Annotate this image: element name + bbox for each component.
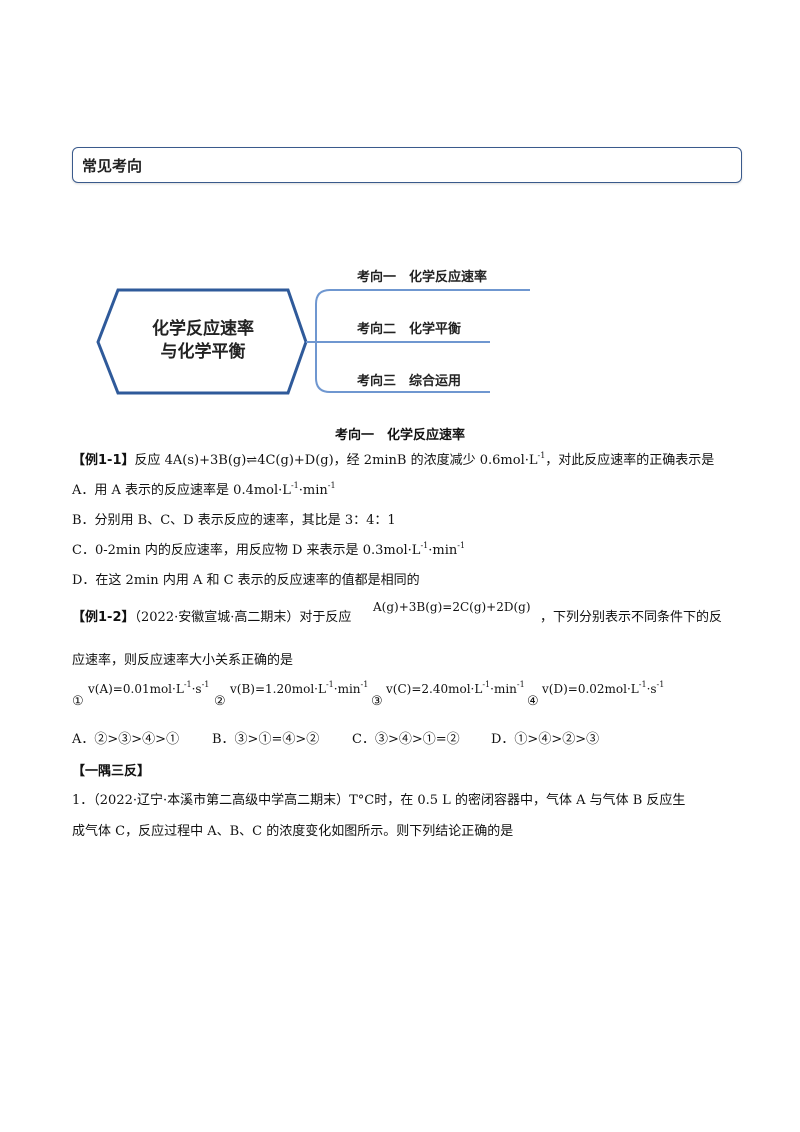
ex1-optC-sup2: -1: [457, 541, 466, 550]
ex2-item2-sup2: -1: [360, 680, 369, 689]
ex2-item2-expr: v(B)=1.20mol·L-1·min-1: [230, 680, 369, 697]
topic-heading: 考向一 化学反应速率: [334, 428, 465, 443]
q1-line2: 成气体 C，反应过程中 A、B、C 的浓度变化如图所示。则下列结论正确的是: [72, 824, 514, 839]
ex2-item4-num: ④: [527, 694, 539, 709]
ex2-item1-num: ①: [72, 694, 84, 709]
ex2-item4-text: v(D)=0.02mol·L: [542, 682, 639, 696]
ex2-item2-unit: ·min: [333, 682, 361, 696]
ex2-item2-sup1: -1: [325, 680, 334, 689]
ex2-item3-num: ③: [371, 694, 383, 709]
ex2-question-line2: 应速率，则反应速率大小关系正确的是: [72, 653, 294, 668]
section-header: 常见考向: [72, 147, 742, 183]
ex1-optC-pre: C．0-2min 内的反应速率，用反应物 D 来表示是 0.3mol·L: [72, 543, 421, 558]
mindmap-branch-3: 考向三 综合运用: [357, 374, 462, 389]
ex2-item1-text: v(A)=0.01mol·L: [88, 682, 184, 696]
ex2-question-line1: 【例1-2】（2022·安徽宣城·高二期末）对于反应: [72, 609, 351, 627]
ex2-item2-num: ②: [214, 694, 226, 709]
ex2-item4-sup1: -1: [638, 680, 647, 689]
ex2-question-post: ，下列分别表示不同条件下的反: [540, 610, 723, 625]
ex2-item1-expr: v(A)=0.01mol·L-1·s-1: [88, 680, 210, 697]
ex1-optC-sup1: -1: [420, 541, 429, 550]
ex1-optA-mid: ·min: [298, 483, 328, 498]
ex1-q-sup: -1: [537, 451, 546, 460]
ex2-item3-sup1: -1: [482, 680, 491, 689]
ex2-option-c: C．③>④>①=②: [352, 732, 460, 747]
ex2-option-d: D．①>④>②>③: [491, 732, 600, 747]
ex1-optC-mid: ·min: [428, 543, 458, 558]
ex2-item3-sup2: -1: [516, 680, 525, 689]
ex2-reaction: A(g)+3B(g)=2C(g)+2D(g): [373, 600, 531, 614]
ex2-item1-sup2: -1: [201, 680, 210, 689]
ex2-item3-expr: v(C)=2.40mol·L-1·min-1: [386, 680, 525, 697]
ex1-question: 【例1-1】反应 4A(s)+3B(g)⇌4C(g)+D(g)，经 2minB …: [72, 452, 714, 470]
ex1-q-post: ，对此反应速率的正确表示是: [545, 453, 715, 468]
ex1-option-b: B．分别用 B、C、D 表示反应的速率，其比是 3：4：1: [72, 513, 396, 528]
mindmap-diagram: [96, 288, 530, 395]
ex2-item2-text: v(B)=1.20mol·L: [230, 682, 326, 696]
ex1-option-d: D．在这 2min 内用 A 和 C 表示的反应速率的值都是相同的: [72, 573, 420, 588]
mindmap-branch-2: 考向二 化学平衡: [357, 322, 462, 337]
ex2-source: （2022·安徽宣城·高二期末）对于反应: [134, 610, 352, 625]
equilibrium-arrow-icon: ⇌: [246, 453, 258, 468]
ex1-option-c: C．0-2min 内的反应速率，用反应物 D 来表示是 0.3mol·L-1·m…: [72, 542, 465, 560]
ex2-item3-unit: ·min: [490, 682, 517, 696]
ex2-item4-sup2: -1: [656, 680, 665, 689]
mindmap-center-line2: 与化学平衡: [160, 342, 246, 362]
ex1-optA-sup2: -1: [327, 481, 336, 490]
ex1-optA-pre: A．用 A 表示的反应速率是 0.4mol·L: [72, 483, 291, 498]
ex1-q-pre: 反应 4A(s)+3B(g): [134, 453, 247, 468]
ex1-option-a: A．用 A 表示的反应速率是 0.4mol·L-1·min-1: [72, 482, 336, 500]
mindmap-center-hexagon: [96, 288, 308, 395]
q1-line1: 1．（2022·辽宁·本溪市第二高级中学高二期末）T°C时，在 0.5 L 的密…: [72, 793, 686, 808]
mindmap-center-line1: 化学反应速率: [152, 319, 254, 339]
ex2-item4-unit: ·s: [646, 682, 657, 696]
ex2-item1-sup1: -1: [183, 680, 192, 689]
ex2-option-b: B．③>①=④>②: [212, 732, 320, 747]
yiyu-heading: 【一隅三反】: [72, 764, 151, 779]
ex2-tag: 【例1-2】: [72, 610, 135, 625]
ex1-tag: 【例1-1】: [72, 453, 135, 468]
ex2-item4-expr: v(D)=0.02mol·L-1·s-1: [542, 680, 665, 697]
ex1-optA-sup1: -1: [290, 481, 299, 490]
ex2-item1-unit: ·s: [191, 682, 202, 696]
ex2-item3-text: v(C)=2.40mol·L: [386, 682, 483, 696]
ex1-q-mid: 4C(g)+D(g)，经 2minB 的浓度减少 0.6mol·L: [257, 453, 538, 468]
ex2-option-a: A．②>③>④>①: [72, 732, 180, 747]
mindmap-branch-1: 考向一 化学反应速率: [357, 270, 488, 285]
section-header-title: 常见考向: [82, 157, 143, 175]
